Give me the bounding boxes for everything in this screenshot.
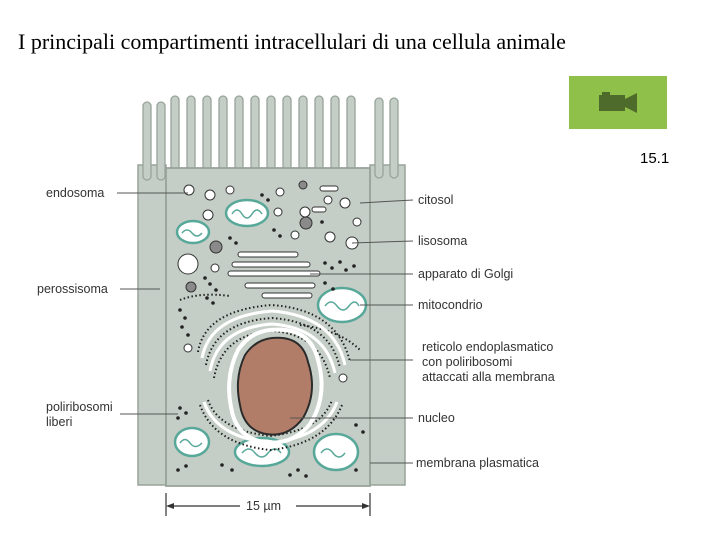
label-perossisoma: perossisoma — [37, 282, 108, 296]
label-nucleo: nucleo — [418, 411, 455, 425]
label-reticolo: reticolo endoplasmatico con poliribosomi… — [422, 340, 555, 384]
nucleus — [236, 336, 313, 436]
label-citosol: citosol — [418, 193, 454, 207]
free-polyribosomes — [176, 193, 365, 478]
right-neighbour-cell — [369, 164, 406, 486]
label-lisosoma: lisosoma — [418, 234, 468, 248]
label-membrana: membrana plasmatica — [416, 456, 539, 470]
microvilli — [142, 95, 399, 181]
label-poliribosomi: poliribosomi liberi — [46, 400, 113, 429]
scale-bar-label: 15 µm — [246, 499, 281, 513]
figure-number: 15.1 — [640, 150, 670, 167]
lysosomes — [185, 180, 313, 293]
video-button[interactable] — [569, 76, 667, 129]
vesicles — [177, 184, 362, 383]
left-neighbour-cell — [137, 164, 167, 486]
golgi-apparatus — [227, 185, 339, 299]
label-endosoma: endosoma — [46, 186, 105, 200]
label-golgi: apparato di Golgi — [418, 267, 514, 281]
rough-er — [179, 293, 361, 452]
label-mitocondrio: mitocondrio — [418, 298, 483, 312]
video-camera-icon — [599, 92, 637, 113]
leader-lines — [117, 192, 414, 464]
nuclear-envelope — [227, 327, 324, 445]
slide-title: I principali compartimenti intracellular… — [18, 29, 566, 54]
mitochondria — [173, 198, 368, 472]
scale-bar — [165, 493, 371, 516]
